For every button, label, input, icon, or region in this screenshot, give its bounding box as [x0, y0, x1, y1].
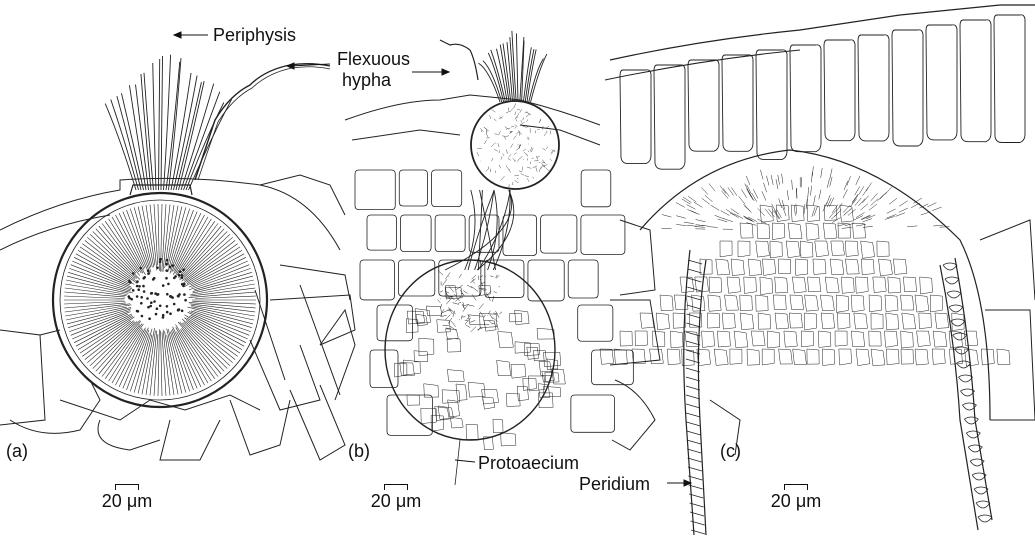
scale-c-label: 20 μm	[761, 492, 831, 510]
flexuous-arrowhead-b	[442, 69, 449, 75]
flexuous-label-line1: Flexuous	[337, 50, 410, 68]
panel-a-letter: (a)	[6, 442, 28, 460]
scalebar-b	[384, 484, 408, 490]
panel-c-drawing	[600, 5, 1035, 535]
panel-b-drawing	[345, 31, 633, 485]
scalebar-c	[784, 484, 808, 490]
scale-b-label: 20 μm	[361, 492, 431, 510]
periphysis-arrowhead	[174, 32, 181, 38]
panel-c-letter: (c)	[720, 442, 741, 460]
panel-b-letter: (b)	[348, 442, 370, 460]
scale-a-label: 20 μm	[92, 492, 162, 510]
protoaecium-label: Protoaecium	[478, 454, 579, 472]
periphysis-label: Periphysis	[213, 26, 296, 44]
scalebar-a	[115, 484, 139, 490]
flexuous-label-line2: hypha	[342, 71, 391, 89]
peridium-label: Peridium	[579, 475, 650, 493]
panel-a-drawing	[0, 55, 355, 460]
